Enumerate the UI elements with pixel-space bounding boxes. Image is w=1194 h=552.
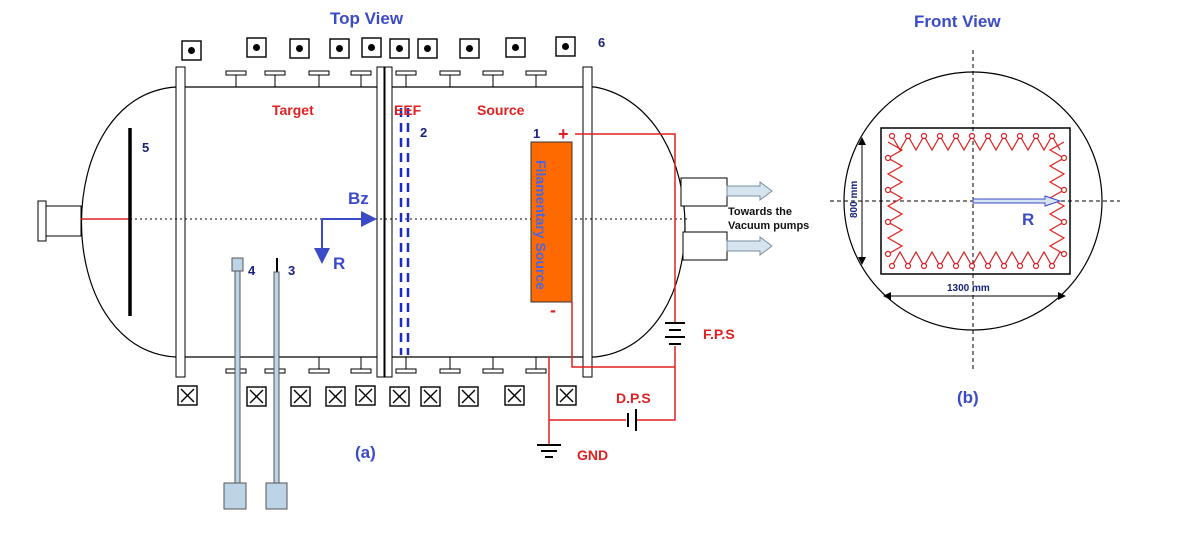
magnet-cross-icon bbox=[504, 385, 525, 406]
label-minus: - bbox=[550, 300, 556, 320]
right-end-dome bbox=[594, 86, 686, 358]
end-port-flange bbox=[37, 200, 47, 242]
label-gnd: GND bbox=[577, 447, 608, 463]
left-end-dome bbox=[81, 86, 177, 358]
label-800mm: 800 mm bbox=[849, 181, 860, 218]
label-bz: Bz bbox=[348, 189, 369, 208]
magnet-dot-icon bbox=[459, 38, 480, 59]
magnet-dot-icon bbox=[289, 38, 310, 59]
front-view-title: Front View bbox=[914, 12, 1001, 31]
magnet-dot-icon bbox=[246, 37, 267, 58]
magnet-dot-icon bbox=[181, 40, 202, 61]
number-5: 5 bbox=[142, 140, 149, 155]
magnet-dot-icon bbox=[555, 36, 576, 57]
caption-b: (b) bbox=[957, 388, 979, 407]
label-plus: + bbox=[558, 124, 569, 144]
label-eef: EEF bbox=[394, 102, 422, 118]
magnet-row-top bbox=[181, 36, 576, 61]
ground-icon bbox=[537, 444, 561, 458]
top-view-title: Top View bbox=[330, 9, 404, 28]
flange-right bbox=[582, 66, 593, 378]
pump-arrow-icon bbox=[726, 181, 773, 201]
magnet-cross-icon bbox=[290, 386, 311, 407]
magnet-cross-icon bbox=[556, 385, 577, 406]
magnet-cross-icon bbox=[325, 386, 346, 407]
probe-4 bbox=[223, 257, 247, 510]
magnet-cross-icon bbox=[355, 385, 376, 406]
end-port-pipe bbox=[45, 205, 82, 237]
power-wiring bbox=[548, 133, 676, 444]
fps-battery-icon bbox=[665, 322, 685, 345]
top-view: Filamentary Source bbox=[37, 9, 809, 510]
number-4: 4 bbox=[248, 263, 256, 278]
magnet-dot-icon bbox=[505, 37, 526, 58]
label-source: Source bbox=[477, 102, 525, 118]
pump-arrow-icon bbox=[726, 236, 773, 256]
magnet-cross-icon bbox=[177, 385, 198, 406]
filament-terminals bbox=[884, 132, 1068, 270]
label-r: R bbox=[333, 254, 345, 273]
number-3: 3 bbox=[288, 263, 295, 278]
magnet-dot-icon bbox=[329, 38, 350, 59]
top-ports bbox=[225, 70, 547, 87]
number-6: 6 bbox=[598, 35, 605, 50]
label-dps: D.P.S bbox=[616, 390, 651, 406]
label-r-front: R bbox=[1022, 210, 1034, 229]
flange-middle-a bbox=[376, 66, 385, 378]
filamentary-source-label: Filamentary Source bbox=[533, 160, 549, 290]
dps-battery-icon bbox=[627, 409, 637, 431]
label-pumps-2: Vacuum pumps bbox=[728, 220, 809, 232]
number-1: 1 bbox=[533, 126, 540, 141]
magnet-cross-icon bbox=[246, 386, 267, 407]
magnet-dot-icon bbox=[389, 38, 410, 59]
magnet-row-bottom bbox=[177, 385, 577, 407]
filamentary-source bbox=[530, 141, 573, 303]
magnet-cross-icon bbox=[458, 386, 479, 407]
pump-ports bbox=[680, 177, 773, 261]
label-1300mm: 1300 mm bbox=[947, 283, 990, 294]
flange-middle-b bbox=[384, 66, 393, 378]
flange-left bbox=[175, 66, 186, 378]
label-target: Target bbox=[272, 102, 314, 118]
magnet-cross-icon bbox=[389, 386, 410, 407]
source-frame bbox=[880, 127, 1071, 275]
magnet-dot-icon bbox=[417, 38, 438, 59]
label-pumps-1: Towards the bbox=[728, 206, 792, 218]
front-view: Front View R 800 mm 1300 mm (b) bbox=[830, 12, 1120, 407]
filament-array bbox=[886, 134, 1066, 268]
label-fps: F.P.S bbox=[703, 326, 735, 342]
magnet-cross-icon bbox=[420, 386, 441, 407]
r-vector-arrow bbox=[972, 195, 1062, 207]
magnet-dot-icon bbox=[361, 37, 382, 58]
probe-3 bbox=[265, 258, 288, 510]
number-2: 2 bbox=[420, 125, 427, 140]
caption-a: (a) bbox=[355, 443, 376, 462]
